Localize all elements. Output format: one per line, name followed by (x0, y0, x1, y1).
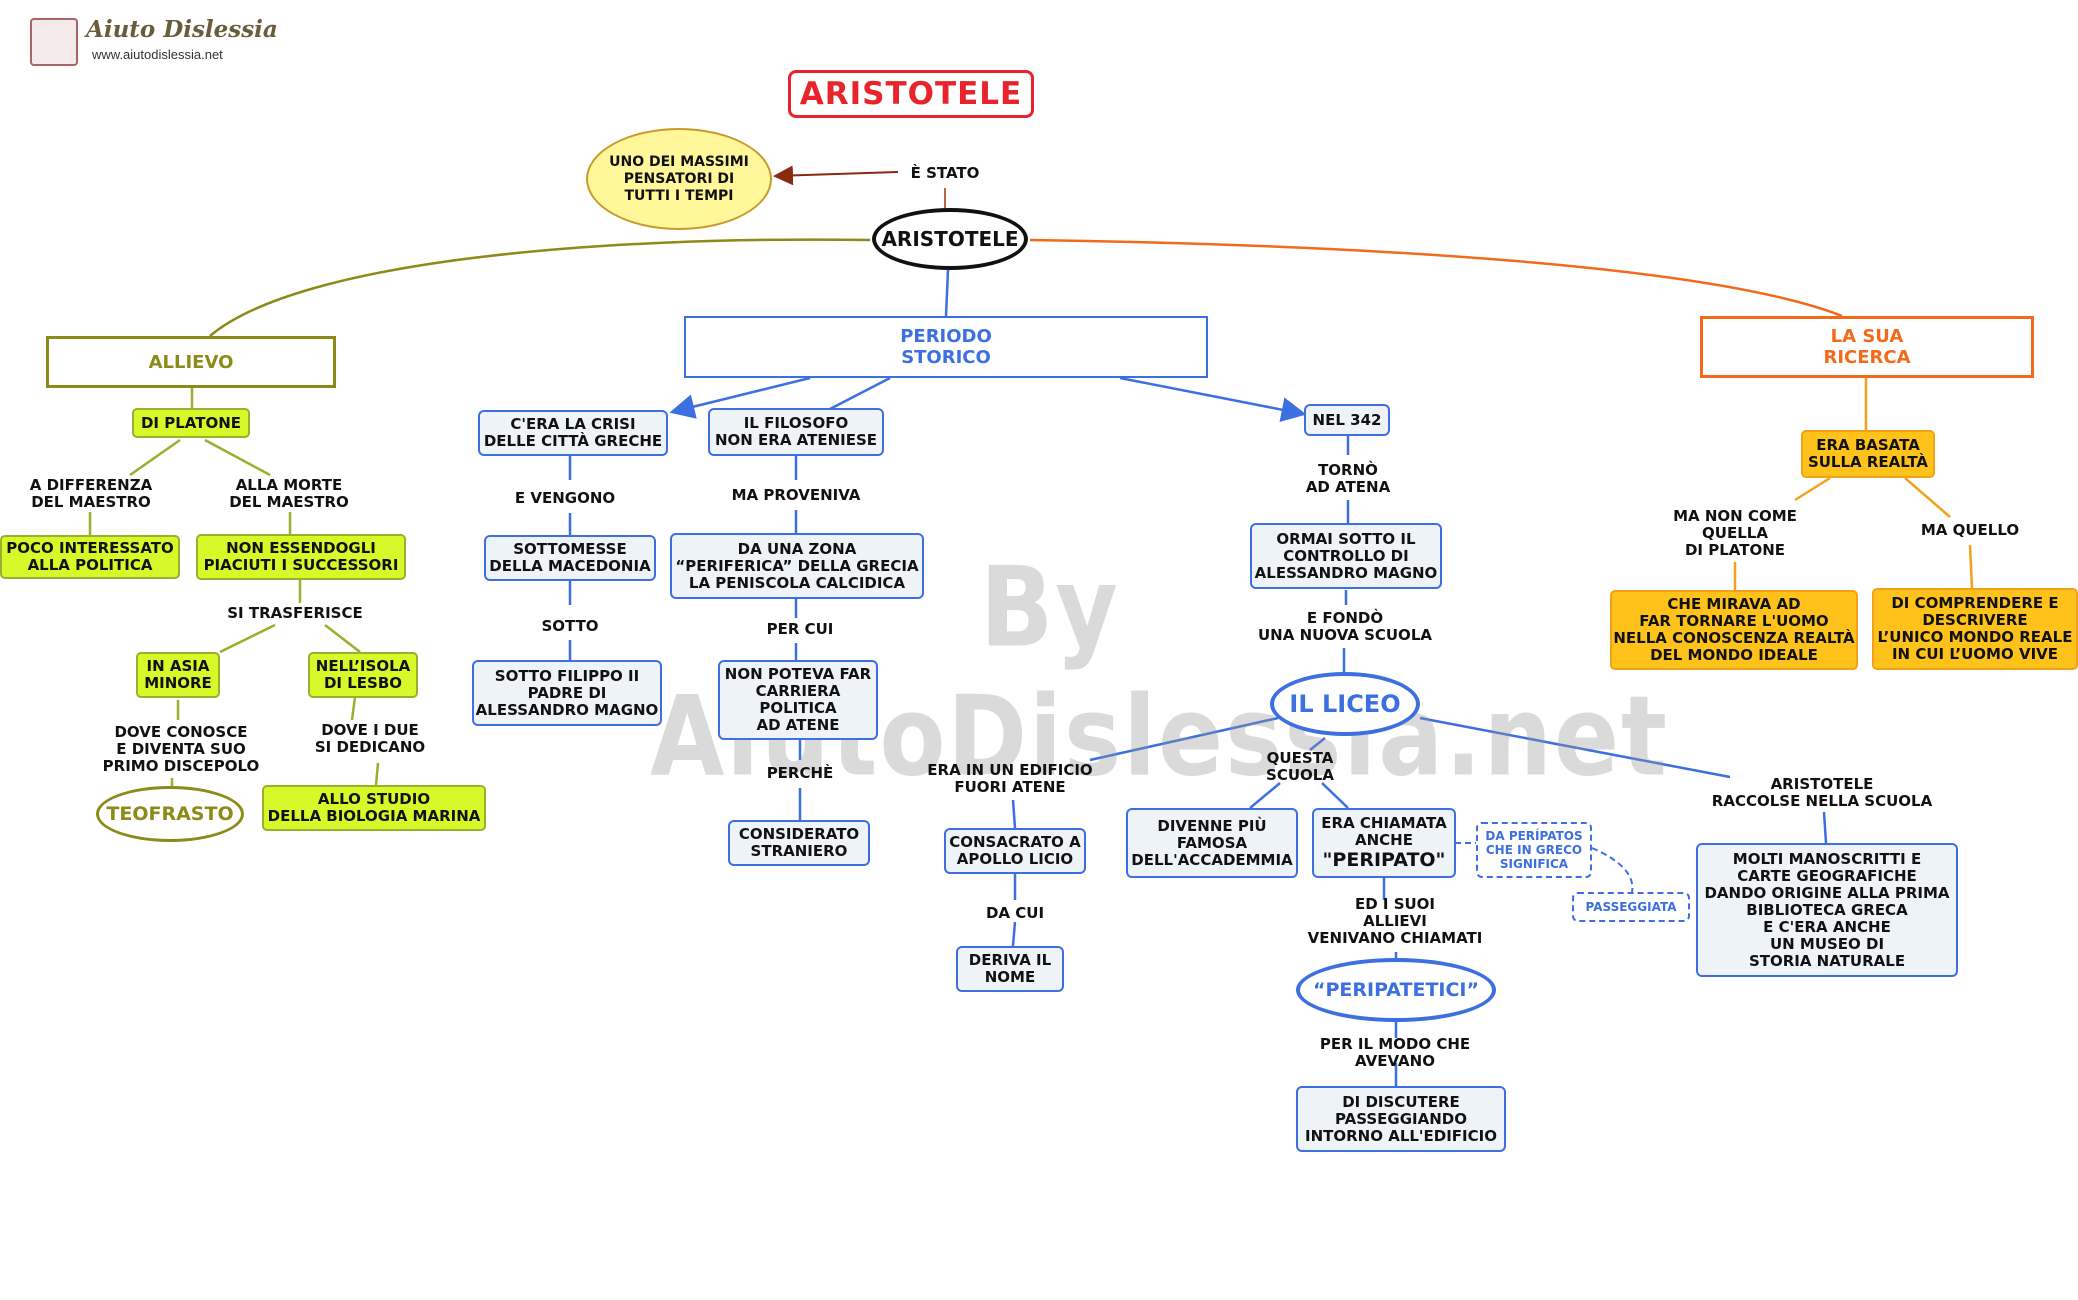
label-raccolse: ARISTOTELE RACCOLSE NELLA SCUOLA (1711, 775, 1933, 810)
node-non-essendogli: NON ESSENDOGLI PIACIUTI I SUCCESSORI (196, 534, 406, 580)
node-basata: ERA BASATA SULLA REALTÀ (1801, 430, 1935, 478)
node-mirava: CHE MIRAVA AD FAR TORNARE L'UOMO NELLA C… (1610, 590, 1858, 670)
node-teofrasto: TEOFRASTO (96, 786, 244, 842)
node-da-peripatos: DA PERÍPATOS CHE IN GRECO SIGNIFICA (1476, 822, 1592, 878)
node-manoscritti: MOLTI MANOSCRITTI E CARTE GEOGRAFICHE DA… (1696, 843, 1958, 977)
node-deriva: DERIVA IL NOME (956, 946, 1064, 992)
label-questa-scuola: QUESTA SCUOLA (1266, 749, 1334, 784)
label-ma-quello: MA QUELLO (1920, 520, 2020, 539)
label-ma-proveniva: MA PROVENIVA (731, 485, 861, 504)
label-a-differenza: A DIFFERENZA DEL MAESTRO (29, 476, 153, 511)
node-in-asia: IN ASIA MINORE (136, 652, 220, 698)
label-alla-morte: ALLA MORTE DEL MAESTRO (229, 476, 349, 511)
node-consacrato: CONSACRATO A APOLLO LICIO (944, 828, 1086, 874)
label-e-vengono: E VENGONO (514, 488, 616, 507)
chiamata-text: ERA CHIAMATA ANCHE (1321, 814, 1447, 849)
label-e-fondo: E FONDÒ UNA NUOVA SCUOLA (1258, 609, 1432, 644)
page-title: ARISTOTELE (788, 70, 1034, 118)
node-filippo: SOTTO FILIPPO II PADRE DI ALESSANDRO MAG… (472, 660, 662, 726)
label-ed-i-suoi: ED I SUOI ALLIEVI VENIVANO CHIAMATI (1307, 894, 1483, 947)
node-poco-interessato: POCO INTERESSATO ALLA POLITICA (0, 535, 180, 579)
node-carriera: NON POTEVA FAR CARRIERA POLITICA AD ATEN… (718, 660, 878, 740)
label-si-trasferisce: SI TRASFERISCE (227, 603, 363, 622)
node-filosofo: IL FILOSOFO NON ERA ATENIESE (708, 408, 884, 456)
label-per-cui: PER CUI (766, 619, 834, 638)
node-zona: DA UNA ZONA “PERIFERICA” DELLA GRECIA LA… (670, 533, 924, 599)
node-nell-isola: NELL’ISOLA DI LESBO (308, 652, 418, 698)
node-allievo: ALLIEVO (46, 336, 336, 388)
node-top-oval: UNO DEI MASSIMI PENSATORI DI TUTTI I TEM… (586, 128, 772, 230)
peripato-text: "PERIPATO" (1322, 849, 1446, 871)
label-ma-non-come: MA NON COME QUELLA DI PLATONE (1673, 506, 1797, 559)
node-crisi: C'ERA LA CRISI DELLE CITTÀ GRECHE (478, 410, 668, 456)
node-discutere: DI DISCUTERE PASSEGGIANDO INTORNO ALL'ED… (1296, 1086, 1506, 1152)
logo-icon (30, 18, 78, 66)
node-passeggiata: PASSEGGIATA (1572, 892, 1690, 922)
logo-title: Aiuto Dislessia (86, 16, 278, 43)
label-sotto: SOTTO (541, 616, 599, 635)
node-allo-studio: ALLO STUDIO DELLA BIOLOGIA MARINA (262, 785, 486, 831)
node-center: ARISTOTELE (872, 208, 1028, 270)
node-di-platone: DI PLATONE (132, 408, 250, 438)
label-perche: PERCHÈ (766, 763, 834, 782)
node-sottomesse: SOTTOMESSE DELLA MACEDONIA (484, 535, 656, 581)
node-divenne: DIVENNE PIÙ FAMOSA DELL'ACCADEMMIA (1126, 808, 1298, 878)
node-peripatetici: “PERIPATETICI” (1296, 958, 1496, 1022)
label-dove-i-due: DOVE I DUE SI DEDICANO (314, 721, 426, 756)
label-e-stato: È STATO (910, 163, 980, 182)
label-dove-conosce: DOVE CONOSCE E DIVENTA SUO PRIMO DISCEPO… (102, 722, 260, 775)
label-per-il-modo: PER IL MODO CHE AVEVANO (1319, 1035, 1471, 1070)
node-ricerca: LA SUA RICERCA (1700, 316, 2034, 378)
label-da-cui: DA CUI (985, 903, 1045, 922)
node-chiamata: ERA CHIAMATA ANCHE "PERIPATO" (1312, 808, 1456, 878)
node-nel342: NEL 342 (1304, 404, 1390, 436)
label-torno: TORNÒ AD ATENA (1305, 461, 1391, 496)
node-straniero: CONSIDERATO STRANIERO (728, 820, 870, 866)
label-era-edificio: ERA IN UN EDIFICIO FUORI ATENE (927, 761, 1093, 796)
node-liceo: IL LICEO (1270, 672, 1420, 736)
node-comprendere: DI COMPRENDERE E DESCRIVERE L’UNICO MOND… (1872, 588, 2078, 670)
logo-url: www.aiutodislessia.net (92, 47, 223, 62)
node-periodo: PERIODO STORICO (684, 316, 1208, 378)
node-ormai: ORMAI SOTTO IL CONTROLLO DI ALESSANDRO M… (1250, 523, 1442, 589)
